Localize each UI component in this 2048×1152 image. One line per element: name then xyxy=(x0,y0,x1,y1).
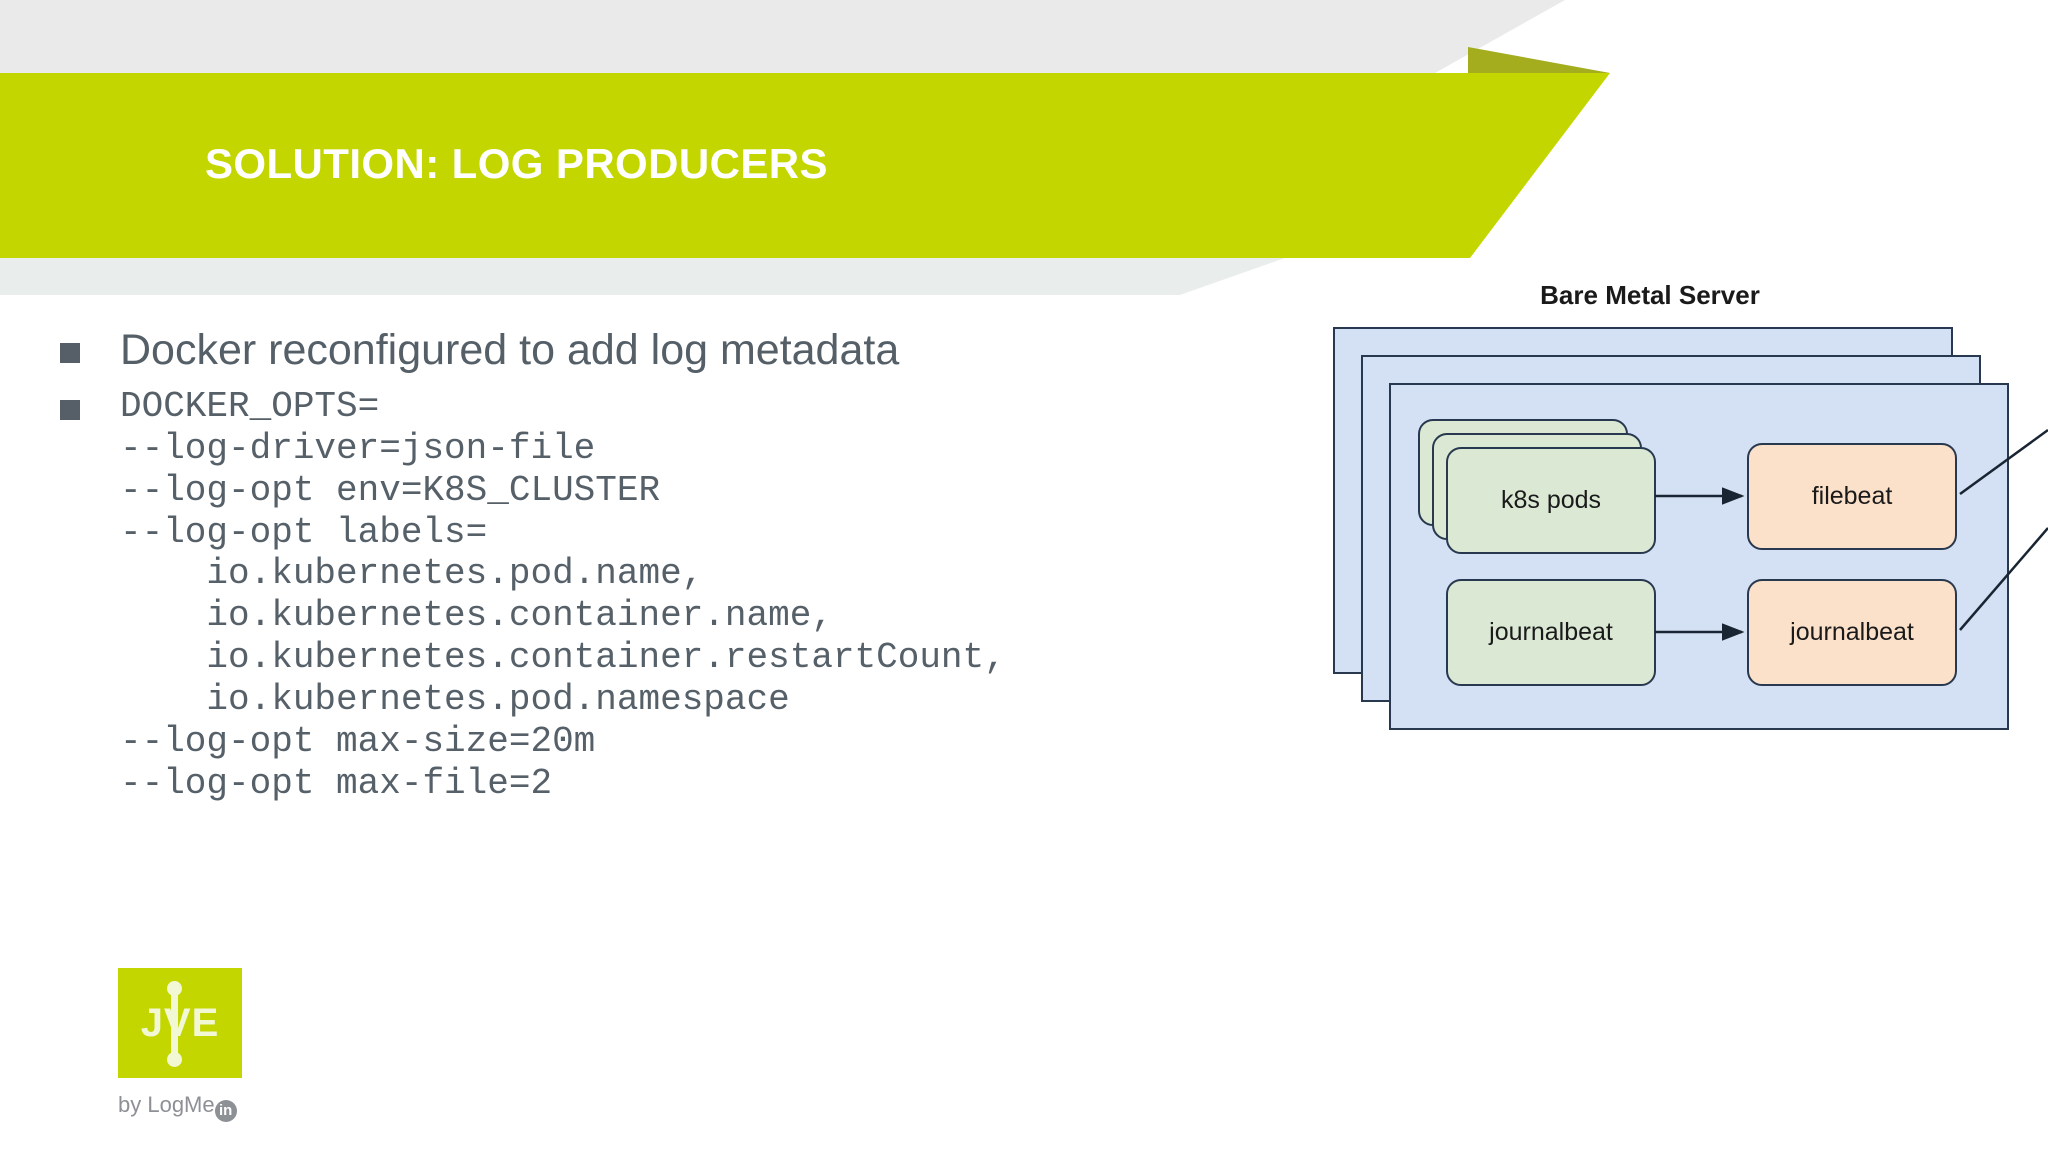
bullet-square-icon xyxy=(60,399,80,420)
banner-fold-triangle xyxy=(1468,47,1610,73)
code-line: io.kubernetes.container.restartCount, xyxy=(120,637,1006,679)
filebeat-label: filebeat xyxy=(1812,482,1893,510)
code-line: DOCKER_OPTS= xyxy=(120,385,380,427)
code-line: io.kubernetes.pod.namespace xyxy=(120,679,790,721)
page-title: SOLUTION: LOG PRODUCERS xyxy=(205,140,828,187)
list-item: Docker reconfigured to add log metadata xyxy=(60,325,1310,376)
jive-logo-square: JVE xyxy=(118,968,242,1078)
journalbeat-target-box xyxy=(1747,579,1957,686)
k8s-pods-label: k8s pods xyxy=(1501,486,1601,514)
header-gray-slab xyxy=(0,0,1565,73)
code-line: --log-driver=json-file xyxy=(120,427,596,469)
journalbeat-target-label: journalbeat xyxy=(1789,618,1914,646)
code-line: io.kubernetes.pod.name, xyxy=(120,553,704,595)
diagram-title: Bare Metal Server xyxy=(1540,280,1760,310)
code-line: --log-opt max-size=20m xyxy=(120,721,596,763)
code-line: --log-opt labels= xyxy=(120,511,488,553)
jive-bar-icon xyxy=(167,981,182,1067)
code-line: io.kubernetes.container.name, xyxy=(120,595,833,637)
content-bullet-list: Docker reconfigured to add log metadata … xyxy=(60,325,1310,805)
bullet-text-headline: Docker reconfigured to add log metadata xyxy=(120,326,900,374)
list-item: DOCKER_OPTS= --log-driver=json-file --lo… xyxy=(60,386,1310,805)
outgoing-connector-bottom xyxy=(1959,527,2048,631)
docker-opts-code-block: DOCKER_OPTS= --log-driver=json-file --lo… xyxy=(120,386,1006,805)
byline-text: by LogMe xyxy=(118,1092,215,1117)
jive-wordmark: JVE xyxy=(140,1000,220,1045)
outgoing-connector-top xyxy=(1959,428,2048,496)
filebeat-box xyxy=(1747,443,1957,550)
logmein-badge-icon: in xyxy=(214,1100,237,1122)
bullet-square-icon xyxy=(60,343,80,363)
journalbeat-source-label: journalbeat xyxy=(1488,618,1613,646)
banner-lower-strip xyxy=(0,258,1285,295)
code-line: --log-opt env=K8S_CLUSTER xyxy=(120,469,661,511)
k8s-pod-card-front xyxy=(1446,447,1656,554)
architecture-diagram: Bare Metal Server k8s pods filebeat jour… xyxy=(1330,280,2048,750)
code-line: --log-opt max-file=2 xyxy=(120,763,553,805)
